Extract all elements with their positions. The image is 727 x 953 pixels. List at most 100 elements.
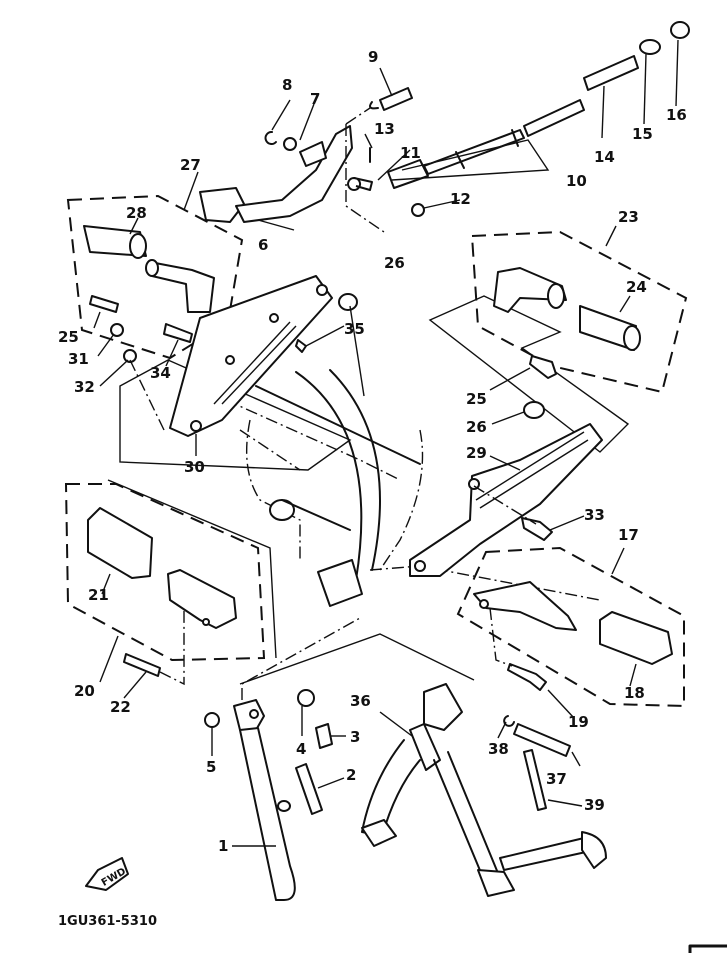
footrest-27: [145, 259, 215, 313]
nut-32: [123, 349, 137, 363]
plate-left-upper: [119, 359, 352, 471]
shaft-37: [513, 723, 571, 757]
pivot-spring-7: [283, 137, 327, 167]
bolt-19: [507, 663, 547, 691]
spring-14: [583, 55, 639, 91]
spring-plate-3: [315, 723, 333, 749]
pin-11: [347, 177, 373, 191]
group-23-outline: [470, 230, 688, 394]
callout-13: 13: [374, 120, 395, 138]
footrest-rubber-28: [83, 225, 147, 259]
bolt-25a: [89, 295, 119, 313]
footrest-17: [473, 581, 577, 631]
callout-34: 34: [150, 364, 171, 382]
chain-29-33: [473, 485, 537, 525]
brake-pedal: [199, 125, 353, 223]
group-20-outline: [64, 483, 266, 662]
callout-8: 8: [282, 76, 292, 94]
nut-26b: [523, 401, 545, 419]
bolt-33: [521, 517, 553, 541]
footrest-rubber-18: [599, 611, 673, 665]
callout-21: 21: [88, 586, 109, 604]
callout-15: 15: [632, 125, 653, 143]
callout-14: 14: [594, 148, 615, 166]
group-17-outline: [456, 546, 685, 708]
chain-32-30: [129, 359, 165, 431]
chain-side-stand: [241, 617, 361, 700]
callouts: 1 2 3 4 5 6 7 8 9 10 11 12 13 14 15 16 1…: [58, 48, 687, 855]
callout-37: 37: [546, 770, 567, 788]
footrest-rubber-21: [87, 507, 153, 579]
footrest-rubber-24: [579, 305, 641, 351]
circlip-8: [264, 131, 277, 145]
bolt-34: [163, 323, 193, 343]
callout-4: 4: [296, 740, 306, 758]
callout-25b: 25: [466, 390, 487, 408]
callout-33: 33: [584, 506, 605, 524]
return-spring-9: [345, 87, 413, 125]
callout-31: 31: [68, 350, 89, 368]
circlip-38: [503, 715, 515, 727]
callout-35: 35: [344, 320, 365, 338]
rod-link-chain: [345, 124, 385, 233]
callout-19: 19: [568, 713, 589, 731]
plate-left-lower: [107, 479, 277, 659]
leader-lines: [93, 39, 679, 847]
side-stand-spring-2: [295, 763, 323, 815]
callout-20: 20: [74, 682, 95, 700]
callout-17: 17: [618, 526, 639, 544]
main-stand-36: [361, 683, 607, 897]
side-stand-1: [233, 699, 296, 901]
chain-19: [489, 607, 513, 667]
callout-25a: 25: [58, 328, 79, 346]
callout-28: 28: [126, 204, 147, 222]
callout-23: 23: [618, 208, 639, 226]
joint-15: [639, 39, 661, 55]
callout-30: 30: [184, 458, 205, 476]
callout-22: 22: [110, 698, 131, 716]
callout-29: 29: [466, 444, 487, 462]
bolt-31: [110, 323, 124, 337]
nut-16: [670, 21, 690, 39]
brake-rod-10: [387, 99, 585, 189]
callout-6: 6: [258, 236, 268, 254]
callout-38: 38: [488, 740, 509, 758]
callout-16: 16: [666, 106, 687, 124]
callout-26b: 26: [466, 418, 487, 436]
fwd-arrow-icon: FWD: [85, 857, 129, 891]
callout-26a: 26: [384, 254, 405, 272]
callout-9: 9: [368, 48, 378, 66]
bolt-25b: [529, 355, 557, 379]
callout-12: 12: [450, 190, 471, 208]
callout-32: 32: [74, 378, 95, 396]
callout-3: 3: [350, 728, 360, 746]
corner-fragment: [688, 944, 727, 953]
footrest-bracket-30: [169, 275, 333, 437]
callout-7: 7: [310, 90, 320, 108]
plate-right-upper: [428, 295, 630, 453]
bolt-22: [123, 653, 161, 677]
callout-36: 36: [350, 692, 371, 710]
chain-22: [159, 610, 185, 686]
drawing-code: 1GU361-5310: [58, 914, 157, 929]
bolt-4: [297, 689, 315, 707]
callout-18: 18: [624, 684, 645, 702]
callout-11: 11: [400, 144, 421, 162]
callout-2: 2: [346, 766, 356, 784]
callout-39: 39: [584, 796, 605, 814]
callout-24: 24: [626, 278, 647, 296]
nut-5: [204, 712, 220, 728]
callout-1: 1: [218, 837, 228, 855]
bolt-35: [295, 339, 307, 353]
callout-5: 5: [206, 758, 216, 776]
footrest-23: [493, 267, 567, 313]
footrest-bracket-29: [409, 423, 603, 577]
main-stand-spring-39: [523, 749, 547, 811]
clip-12: [411, 203, 425, 217]
callout-10: 10: [566, 172, 587, 190]
frame: [225, 369, 601, 607]
nut-26a: [338, 293, 358, 311]
footrest-20: [167, 569, 237, 629]
